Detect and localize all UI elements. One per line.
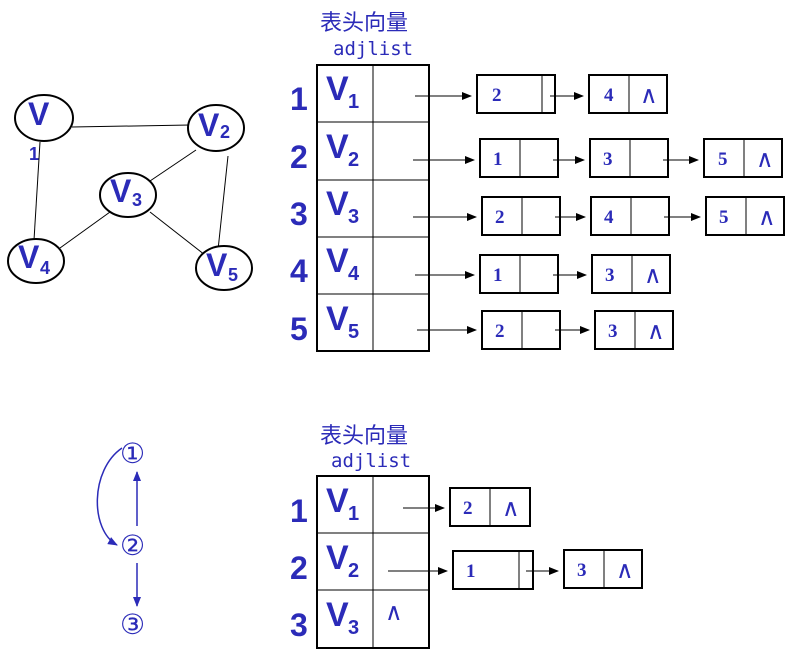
adjlist-table-1: 表头向量 adjlist 1 V 1 2 4 ∧ 2 V 2 <box>290 11 785 352</box>
table2-row1-node1: 2 ∧ <box>449 487 531 527</box>
svg-text:5: 5 <box>719 207 729 228</box>
table2-row2-node1: 1 <box>452 550 534 590</box>
null-pointer: ∧ <box>644 261 662 289</box>
vertex-v1 <box>14 94 74 142</box>
vertex-v1-letter: V <box>28 96 50 132</box>
edge-v3-v4 <box>59 211 111 249</box>
svg-text:1: 1 <box>493 265 503 286</box>
vertex-1: ① <box>120 437 145 470</box>
table1-row2-node1: 1 <box>479 138 559 178</box>
vertex-v2 <box>187 104 245 152</box>
svg-text:2: 2 <box>495 321 505 342</box>
vertex-3: ③ <box>120 608 145 641</box>
svg-text:4: 4 <box>604 207 614 228</box>
table1-label: adjlist <box>333 38 413 60</box>
undirected-graph: V 1 V 2 V 3 V 4 V 5 <box>7 94 253 291</box>
vertex-2: ② <box>120 529 145 562</box>
adjlist-table-2: 表头向量 adjlist 1 V 1 2 ∧ 2 V 2 1 3 <box>290 424 643 649</box>
table1-row1-sub: 1 <box>348 91 359 113</box>
null-pointer: ∧ <box>756 145 774 173</box>
table1-row2-index: 2 <box>290 139 308 175</box>
edge-v1-v4 <box>33 141 41 241</box>
table2-title: 表头向量 <box>320 424 408 449</box>
edge-1-to-2 <box>96 447 123 546</box>
table2-row3-vertex: V <box>326 596 349 634</box>
table1-row3-vertex: V <box>326 185 349 223</box>
vertex-v2-letter: V <box>198 107 220 143</box>
table1-row3-node1: 2 <box>481 196 561 236</box>
vertex-v1-sub: 1 <box>29 144 39 164</box>
table1-row1-vertex: V <box>326 70 349 108</box>
table2-row2-sub: 2 <box>348 560 359 582</box>
null-pointer: ∧ <box>616 556 634 584</box>
table1-row3-node2: 4 <box>590 196 670 236</box>
table1-row4-sub: 4 <box>348 263 360 285</box>
vertex-v3-letter: V <box>110 173 132 209</box>
table1-row5-node2: 3 ∧ <box>594 310 674 350</box>
table1-row5-node1: 2 <box>481 310 561 350</box>
table1-row1-node2: 4 ∧ <box>588 74 668 114</box>
table2-row2-node2: 3 ∧ <box>563 549 643 589</box>
table1-row4-node1: 1 <box>479 254 559 294</box>
table1-row2-node2: 3 <box>589 138 669 178</box>
vertex-v4 <box>7 238 65 284</box>
null-pointer: ∧ <box>502 494 520 522</box>
svg-text:5: 5 <box>718 149 728 170</box>
table2-row2-index: 2 <box>290 550 308 586</box>
svg-text:2: 2 <box>495 207 505 228</box>
table1-row5-vertex: V <box>326 300 349 338</box>
table1-row5-index: 5 <box>290 311 308 347</box>
table1-row2-node3: 5 ∧ <box>703 138 783 178</box>
vertex-v5-letter: V <box>206 247 228 283</box>
table1-row3-node3: 5 ∧ <box>705 196 785 236</box>
table1-row4-vertex: V <box>326 242 349 280</box>
svg-text:1: 1 <box>493 149 503 170</box>
table2-row2-vertex: V <box>326 539 349 577</box>
vertex-v4-letter: V <box>18 239 40 275</box>
table1-row1-node1: 2 <box>476 74 556 114</box>
null-pointer: ∧ <box>640 81 658 109</box>
table1-row4-index: 4 <box>290 253 308 289</box>
table2-row1-sub: 1 <box>348 503 359 525</box>
table1-row2-sub: 2 <box>348 149 359 171</box>
table1-row1-index: 1 <box>290 81 308 117</box>
svg-text:2: 2 <box>492 85 502 106</box>
svg-text:2: 2 <box>463 498 473 519</box>
table1-row2-vertex: V <box>326 128 349 166</box>
table1-title: 表头向量 <box>320 11 408 36</box>
edge-v3-v5 <box>149 211 206 256</box>
svg-text:3: 3 <box>605 265 615 286</box>
vertex-v4-sub: 4 <box>40 258 50 278</box>
edge-v2-v5 <box>217 155 229 251</box>
table2-row1-index: 1 <box>290 493 308 529</box>
vertex-v2-sub: 2 <box>220 122 230 142</box>
table1-row3-sub: 3 <box>348 206 359 228</box>
table2-row3-sub: 3 <box>348 617 359 639</box>
null-pointer: ∧ <box>758 203 776 231</box>
table1-row5-sub: 5 <box>348 321 359 343</box>
edge-v1-v2 <box>71 124 191 128</box>
vertex-v5 <box>195 245 253 291</box>
table1-row3-index: 3 <box>290 196 308 232</box>
svg-text:3: 3 <box>577 560 587 581</box>
vertex-v5-sub: 5 <box>228 265 238 285</box>
svg-text:4: 4 <box>604 85 614 106</box>
null-pointer: ∧ <box>647 317 665 345</box>
vertex-v3-sub: 3 <box>132 190 142 210</box>
vertex-v3 <box>99 172 157 218</box>
svg-text:3: 3 <box>608 321 618 342</box>
svg-text:1: 1 <box>466 561 476 582</box>
table1-row4-node2: 3 ∧ <box>591 254 671 294</box>
svg-text:3: 3 <box>603 149 613 170</box>
table2-row3-head-null: ∧ <box>385 598 403 626</box>
directed-graph: ① ② ③ <box>96 437 145 641</box>
edge-v2-v3 <box>149 149 197 182</box>
table2-row3-index: 3 <box>290 607 308 643</box>
table2-row1-vertex: V <box>326 482 349 520</box>
table2-label: adjlist <box>331 450 411 472</box>
